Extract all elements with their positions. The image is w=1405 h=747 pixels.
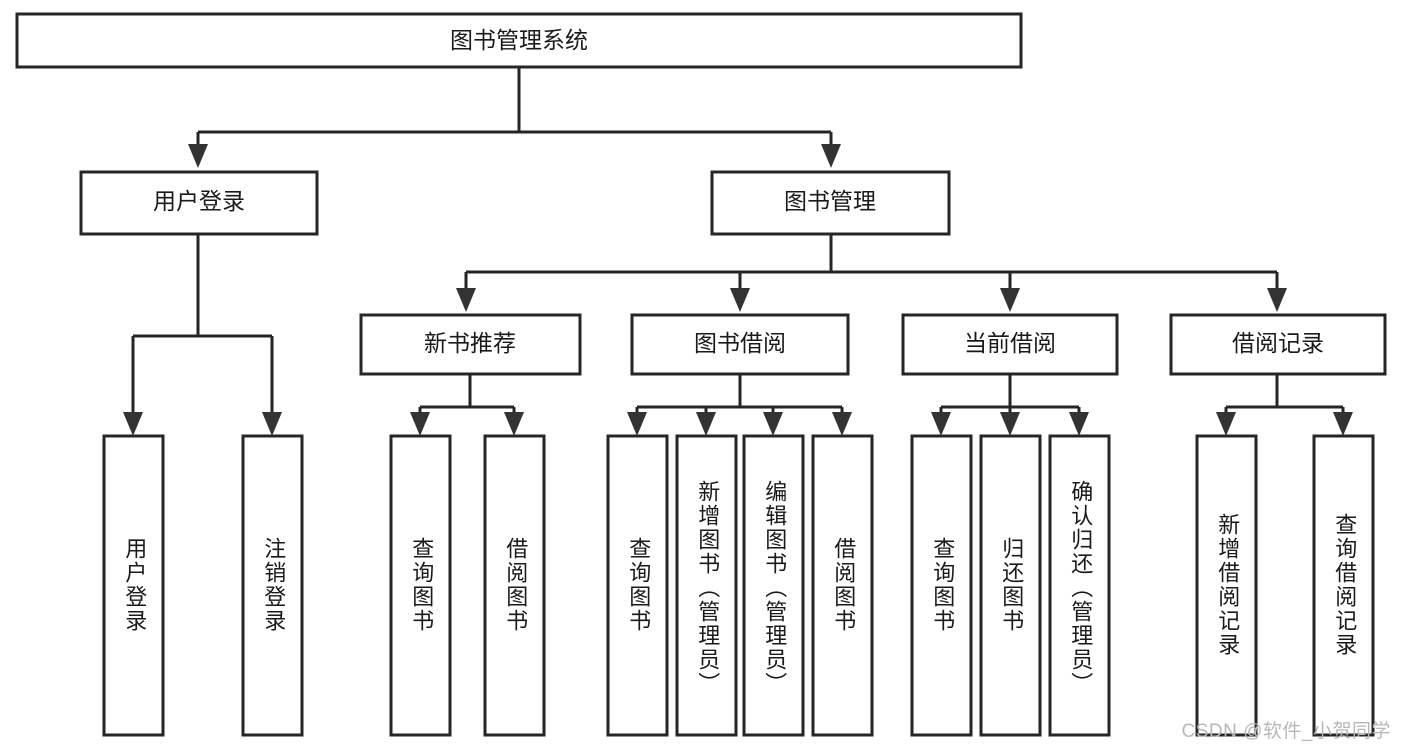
node-book-borrow[interactable]: 图书借阅 — [630, 313, 850, 376]
leaf-current-borrow-2[interactable]: 归还图书 — [979, 434, 1042, 737]
node-current-borrow-box[interactable] — [901, 313, 1119, 376]
arrow-current-leaf-1 — [931, 412, 951, 436]
leaf-book-borrow-3-box[interactable] — [742, 434, 805, 737]
leaf-book-borrow-2[interactable]: 新增图书（管理员） — [675, 434, 738, 737]
node-borrow-record-label: 借阅记录 — [1232, 330, 1324, 356]
leaf-user-login-1-label: 用户登录 — [122, 537, 147, 633]
arrow-root-to-user-login — [188, 144, 208, 168]
leaf-user-login-1[interactable]: 用户登录 — [102, 434, 165, 737]
arrow-user-login-leaf-2 — [262, 412, 282, 436]
node-book-borrow-box[interactable] — [630, 313, 850, 376]
leaf-user-login-2-label: 注销登录 — [261, 537, 286, 633]
connector-group-borrow — [627, 375, 852, 436]
connector-group-new-book — [410, 375, 524, 436]
leaf-current-borrow-1-box[interactable] — [910, 434, 973, 737]
node-current-borrow-label: 当前借阅 — [964, 330, 1056, 356]
arrow-user-login-leaf-1 — [123, 412, 143, 436]
node-borrow-record-box[interactable] — [1169, 313, 1387, 376]
node-user-login-label: 用户登录 — [153, 188, 245, 214]
node-root[interactable]: 图书管理系统 — [15, 12, 1023, 69]
leaf-user-login-2-box[interactable] — [241, 434, 304, 737]
leaf-book-borrow-4-label: 借阅图书 — [831, 537, 856, 633]
arrow-borrow-leaf-3 — [763, 412, 783, 436]
connector-group-current-borrow — [931, 375, 1089, 436]
leaf-borrow-record-1[interactable]: 新增借阅记录 — [1195, 434, 1258, 737]
node-borrow-record[interactable]: 借阅记录 — [1169, 313, 1387, 376]
arrow-new-book-leaf-1 — [410, 412, 430, 436]
leaf-current-borrow-2-box[interactable] — [979, 434, 1042, 737]
arrow-new-book-leaf-2 — [504, 412, 524, 436]
leaf-book-borrow-3[interactable]: 编辑图书（管理员） — [742, 434, 805, 737]
node-new-book-recommend-label: 新书推荐 — [424, 330, 516, 356]
leaf-book-borrow-1-label: 查询图书 — [626, 537, 651, 633]
arrow-current-leaf-2 — [1000, 412, 1020, 436]
connector-group-root — [188, 67, 841, 168]
arrow-borrow-leaf-2 — [696, 412, 716, 436]
arrow-book-manage-to-record — [1267, 288, 1287, 312]
leaf-borrow-record-2-box[interactable] — [1312, 434, 1375, 737]
node-book-manage-label: 图书管理 — [784, 188, 876, 214]
leaf-book-borrow-1-box[interactable] — [606, 434, 669, 737]
leaf-book-borrow-3-label: 编辑图书（管理员） — [762, 480, 787, 696]
leaf-book-borrow-2-label: 新增图书（管理员） — [695, 480, 720, 696]
node-root-label: 图书管理系统 — [450, 27, 588, 53]
arrow-record-leaf-1 — [1216, 412, 1236, 436]
arrow-current-leaf-3 — [1069, 412, 1089, 436]
leaf-book-borrow-1[interactable]: 查询图书 — [606, 434, 669, 737]
arrow-book-manage-to-borrow — [730, 288, 750, 312]
csdn-watermark: CSDN @软件_小贺同学 — [1181, 721, 1391, 742]
leaf-book-borrow-4-box[interactable] — [811, 434, 874, 737]
node-book-manage-box[interactable] — [710, 170, 951, 236]
connector-group-book-manage — [456, 235, 1287, 312]
node-new-book-recommend-box[interactable] — [359, 313, 582, 376]
leaf-borrow-record-1-label: 新增借阅记录 — [1215, 513, 1240, 657]
leaf-borrow-record-2-label: 查询借阅记录 — [1332, 513, 1357, 657]
node-root-box[interactable] — [15, 12, 1023, 69]
node-book-borrow-label: 图书借阅 — [694, 330, 786, 356]
leaf-current-borrow-3[interactable]: 确认归还（管理员） — [1048, 434, 1111, 737]
leaf-borrow-record-1-box[interactable] — [1195, 434, 1258, 737]
node-current-borrow[interactable]: 当前借阅 — [901, 313, 1119, 376]
leaf-current-borrow-1-label: 查询图书 — [930, 537, 955, 633]
leaf-user-login-1-box[interactable] — [102, 434, 165, 737]
connector-group-user-login — [123, 235, 282, 436]
leaf-new-book-2-label: 借阅图书 — [503, 537, 528, 633]
leaf-new-book-2-box[interactable] — [483, 434, 546, 737]
leaf-user-login-2[interactable]: 注销登录 — [241, 434, 304, 737]
leaf-new-book-2[interactable]: 借阅图书 — [483, 434, 546, 737]
leaf-book-borrow-4[interactable]: 借阅图书 — [811, 434, 874, 737]
leaf-current-borrow-2-label: 归还图书 — [999, 537, 1024, 633]
arrow-book-manage-to-current — [1000, 288, 1020, 312]
node-new-book-recommend[interactable]: 新书推荐 — [359, 313, 582, 376]
leaf-new-book-1-label: 查询图书 — [409, 537, 434, 633]
leaf-current-borrow-3-box[interactable] — [1048, 434, 1111, 737]
leaf-borrow-record-2[interactable]: 查询借阅记录 — [1312, 434, 1375, 737]
arrow-book-manage-to-new-book — [456, 288, 476, 312]
leaf-current-borrow-1[interactable]: 查询图书 — [910, 434, 973, 737]
node-user-login-box[interactable] — [79, 170, 319, 236]
leaf-new-book-1-box[interactable] — [389, 434, 452, 737]
leaf-book-borrow-2-box[interactable] — [675, 434, 738, 737]
leaf-current-borrow-3-label: 确认归还（管理员） — [1068, 480, 1093, 696]
arrow-record-leaf-2 — [1333, 412, 1353, 436]
node-book-manage[interactable]: 图书管理 — [710, 170, 951, 236]
arrow-borrow-leaf-4 — [832, 412, 852, 436]
node-user-login[interactable]: 用户登录 — [79, 170, 319, 236]
leaf-new-book-1[interactable]: 查询图书 — [389, 434, 452, 737]
arrow-borrow-leaf-1 — [627, 412, 647, 436]
arrow-root-to-book-manage — [821, 144, 841, 168]
connector-group-borrow-record — [1216, 375, 1353, 436]
